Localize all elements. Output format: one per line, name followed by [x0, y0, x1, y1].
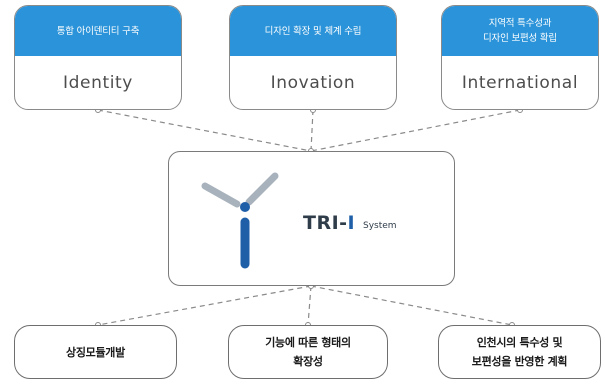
card-inovation-label: Inovation	[270, 73, 356, 93]
logo-right-arm	[245, 172, 279, 206]
box-symbol-module: 상징모듈개발	[14, 325, 177, 379]
connector-international	[310, 109, 521, 152]
connector-identity	[97, 109, 312, 152]
brand-suffix: System	[363, 221, 397, 231]
brand-letter: I	[347, 212, 356, 234]
connector-bottom-left	[97, 285, 312, 326]
card-identity-header: 통합 아이덴티티 구축	[15, 6, 181, 56]
logo-left-arm	[201, 182, 241, 208]
logo-dot	[240, 202, 250, 212]
card-identity-header-text: 통합 아이덴티티 구축	[56, 25, 140, 37]
card-identity: 통합 아이덴티티 구축 Identity	[14, 5, 182, 110]
box-symbol-module-line-1: 상징모듈개발	[66, 345, 125, 359]
card-international-label: International	[461, 73, 579, 93]
box-incheon-plan-line-1: 인천시의 특수성 및	[476, 336, 563, 349]
connector-bottom-center	[307, 285, 312, 326]
brand-name: TRI-I	[303, 212, 355, 234]
card-international-header: 지역적 특수성과 디자인 보편성 확립	[442, 6, 598, 56]
connector-inovation	[310, 109, 314, 152]
card-inovation-header: 디자인 확장 및 체계 수립	[230, 6, 396, 56]
box-incheon-plan: 인천시의 특수성 및 보편성을 반영한 계획	[438, 325, 601, 379]
connector-bottom-right	[310, 285, 513, 326]
brand-prefix: TRI-	[303, 212, 348, 234]
card-international-header-line-1: 지역적 특수성과	[488, 18, 552, 29]
box-form-extensibility-line-2: 확장성	[293, 355, 323, 368]
tri-i-system-box: TRI-I System	[168, 151, 455, 286]
card-identity-label: Identity	[63, 73, 133, 93]
box-form-extensibility: 기능에 따른 형태의 확장성	[228, 325, 388, 379]
box-form-extensibility-line-1: 기능에 따른 형태의	[265, 336, 351, 349]
box-incheon-plan-line-2: 보편성을 반영한 계획	[471, 355, 568, 368]
card-inovation: 디자인 확장 및 체계 수립 Inovation	[229, 5, 397, 110]
tri-i-logo	[201, 172, 279, 269]
card-inovation-header-text: 디자인 확장 및 체계 수립	[264, 25, 362, 37]
card-international: 지역적 특수성과 디자인 보편성 확립 International	[441, 5, 599, 110]
card-international-header-line-2: 디자인 보편성 확립	[483, 33, 557, 44]
